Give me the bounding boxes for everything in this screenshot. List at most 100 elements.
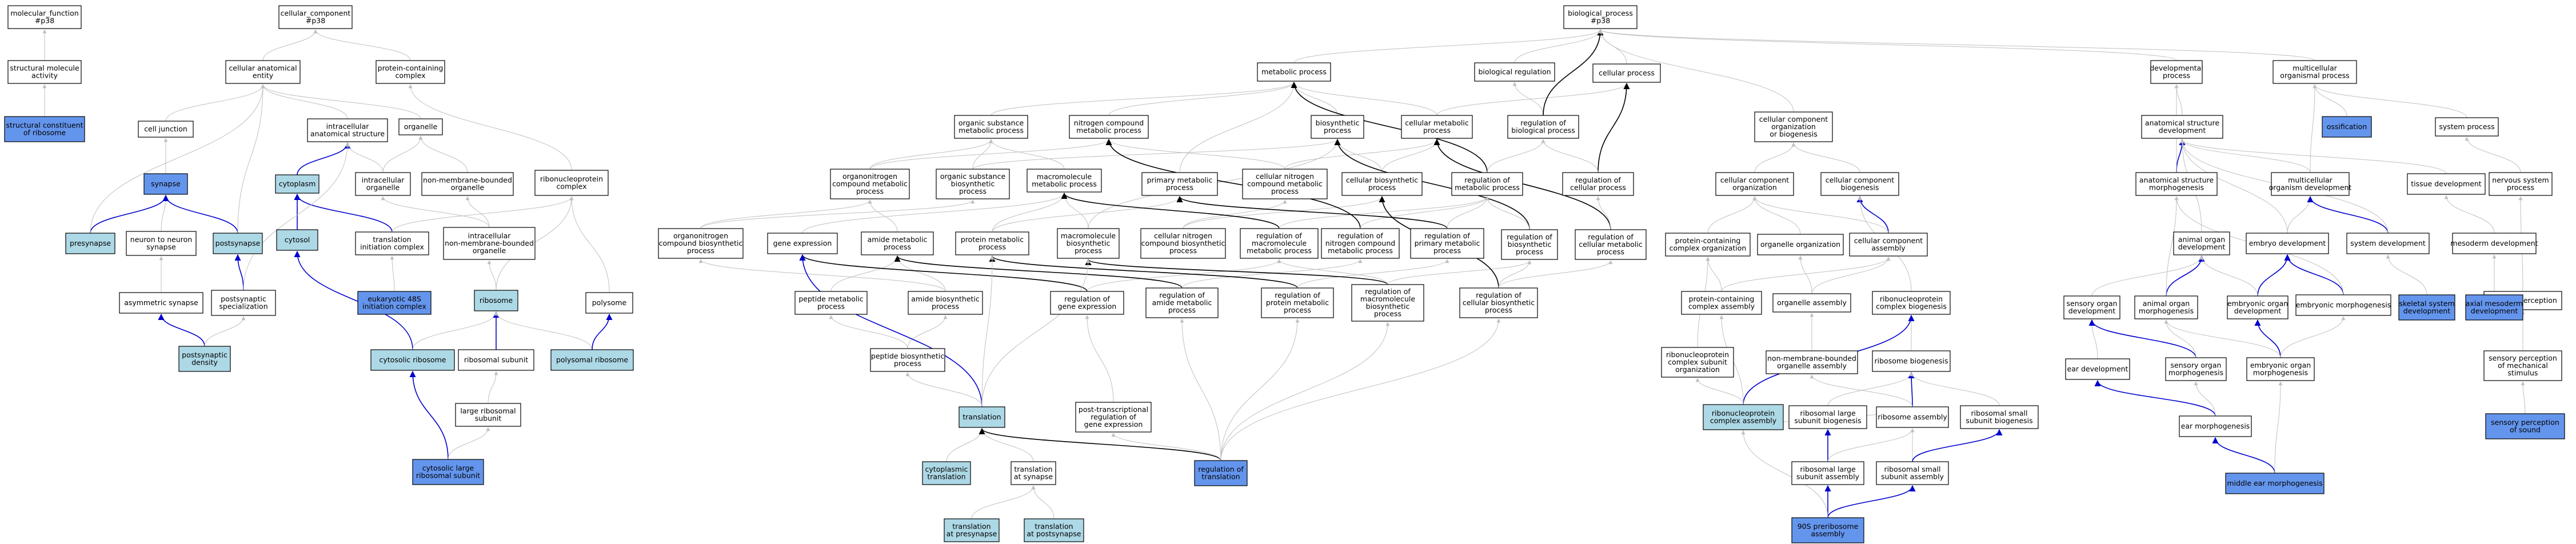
node-regulation-of-macromolecule-biosynthetic-process[interactable]: regulation ofmacromoleculebiosyntheticpr… bbox=[1351, 284, 1424, 322]
node-synapse[interactable]: synapse bbox=[143, 173, 188, 195]
node-cell-junction[interactable]: cell junction bbox=[138, 121, 194, 138]
node-presynapse[interactable]: presynapse bbox=[65, 233, 115, 254]
node-ossification[interactable]: ossification bbox=[2322, 116, 2372, 138]
node-tissue-development[interactable]: tissue development bbox=[2407, 173, 2486, 195]
node-organelle[interactable]: organelle bbox=[398, 118, 443, 135]
node-polysome[interactable]: polysome bbox=[585, 292, 633, 314]
node-postsynapse[interactable]: postsynapse bbox=[213, 233, 263, 254]
node-biological-process[interactable]: biological_process#p38 bbox=[1563, 5, 1638, 29]
node-metabolic-process[interactable]: metabolic process bbox=[1257, 62, 1331, 82]
node-ribosomal-subunit[interactable]: ribosomal subunit bbox=[458, 349, 534, 371]
node-embryo-development[interactable]: embryo development bbox=[2246, 233, 2329, 254]
node-cytoplasm[interactable]: cytoplasm bbox=[275, 174, 319, 194]
node-ribosome[interactable]: ribosome bbox=[474, 290, 518, 311]
node-organelle-organization[interactable]: organelle organization bbox=[1757, 234, 1844, 255]
node-system-development[interactable]: system development bbox=[2346, 233, 2430, 254]
node-translation[interactable]: translation bbox=[958, 406, 1005, 428]
node-ear-morphogenesis[interactable]: ear morphogenesis bbox=[2179, 415, 2252, 437]
node-polysomal-ribosome[interactable]: polysomal ribosome bbox=[550, 349, 634, 371]
node-organelle-assembly[interactable]: organelle assembly bbox=[1772, 293, 1851, 313]
node-gene-expression[interactable]: gene expression bbox=[767, 233, 838, 254]
node-biological-regulation[interactable]: biological regulation bbox=[1474, 62, 1555, 82]
node-cellular-component[interactable]: cellular_component#p38 bbox=[278, 5, 353, 29]
node-ribosome-assembly[interactable]: ribosome assembly bbox=[1876, 406, 1949, 428]
node-cytosolic-ribosome[interactable]: cytosolic ribosome bbox=[370, 349, 455, 371]
node-system-process[interactable]: system process bbox=[2435, 117, 2499, 137]
node-cytosol[interactable]: cytosol bbox=[276, 229, 318, 251]
node-cellular-process[interactable]: cellular process bbox=[1592, 63, 1661, 83]
node-middle-ear-morphogenesis[interactable]: middle ear morphogenesis bbox=[2225, 473, 2325, 494]
node-asymmetric-synapse[interactable]: asymmetric synapse bbox=[119, 292, 203, 314]
node-ear-development[interactable]: ear development bbox=[2065, 358, 2130, 380]
